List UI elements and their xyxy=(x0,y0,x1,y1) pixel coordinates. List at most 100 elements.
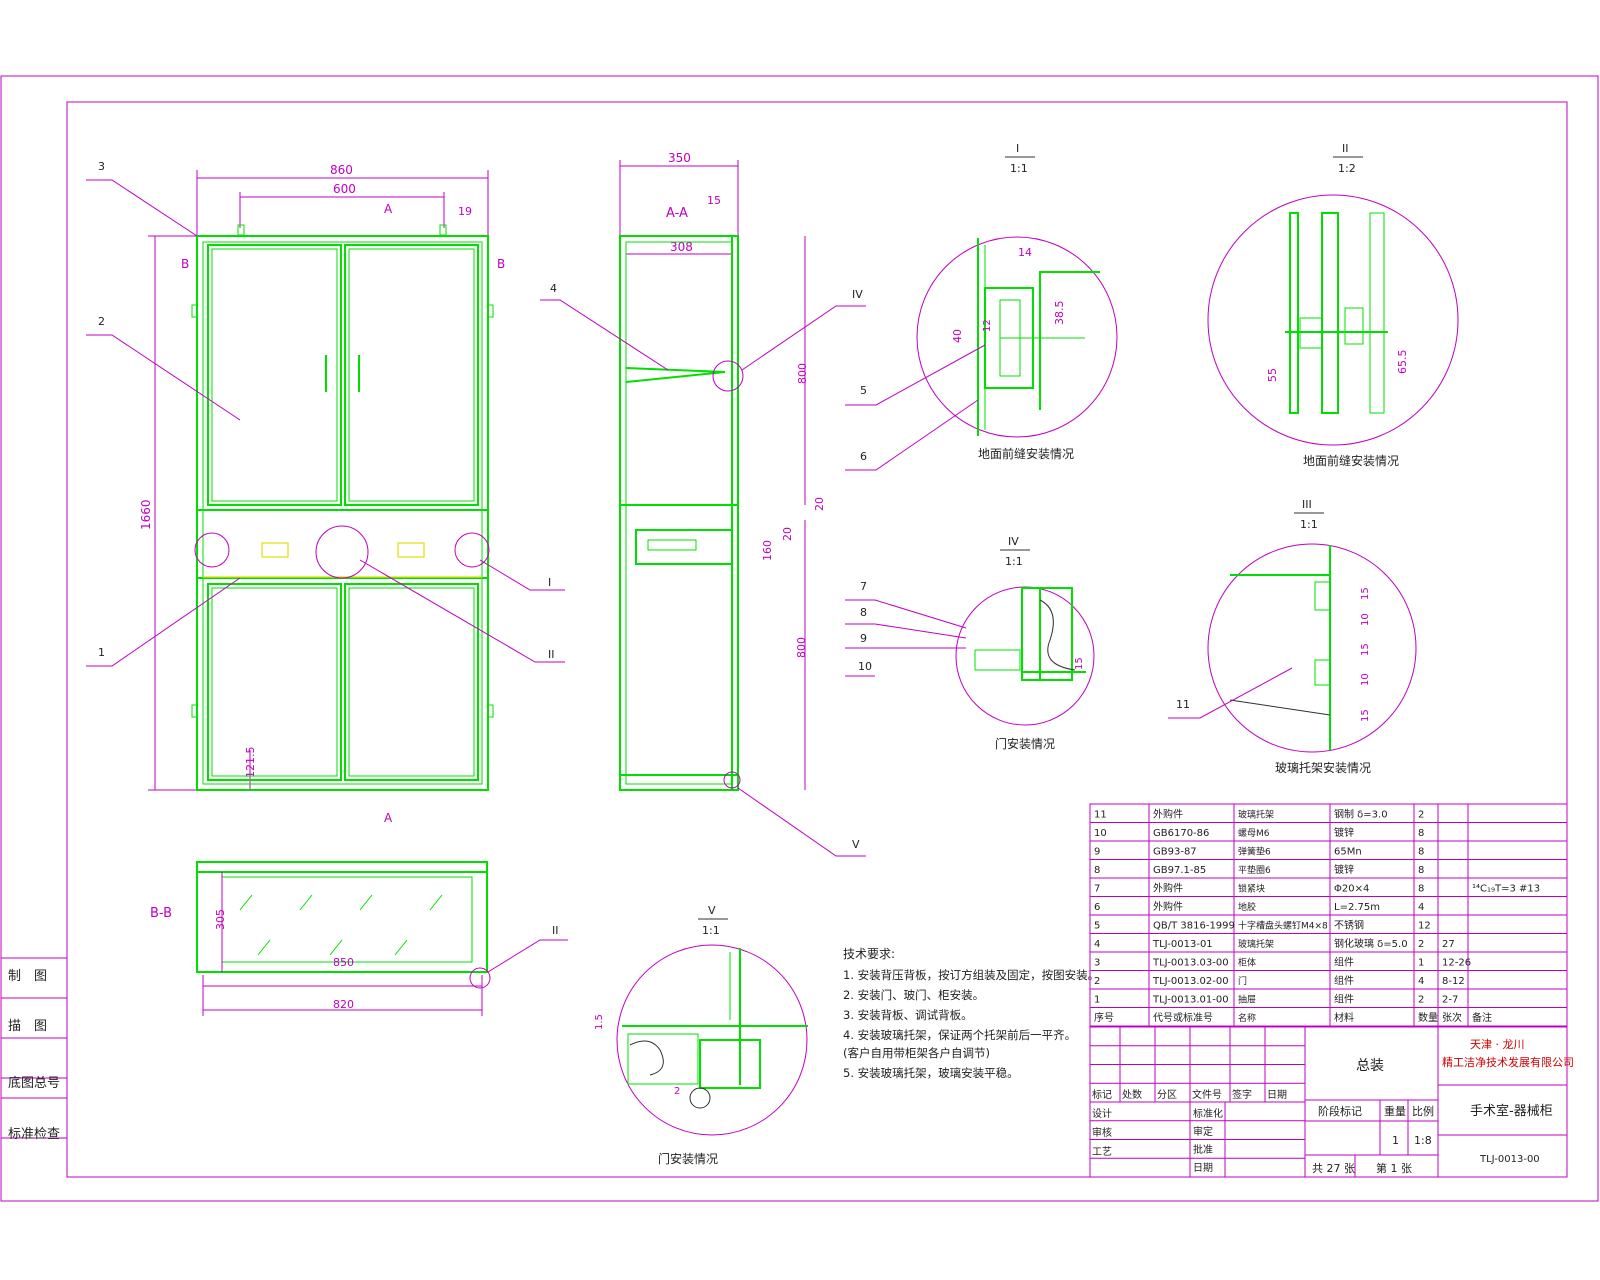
dim-bb-height: 305 xyxy=(214,909,227,930)
scale-value: 1:8 xyxy=(1414,1134,1432,1147)
bom-cell: 2-7 xyxy=(1442,995,1458,1006)
dim-width-inner: 600 xyxy=(333,182,356,196)
detail-5-title: V xyxy=(708,904,716,917)
note-4: 4. 安装玻璃托架，保证两个托架前后一平齐。 xyxy=(843,1028,1076,1042)
bom-cell: 6 xyxy=(1094,902,1100,913)
detail-4-leader-7: 7 xyxy=(860,580,867,593)
dim-mid-gap: 20 xyxy=(813,497,826,511)
callout-aa-4: 4 xyxy=(550,282,557,295)
callout-bb-II: II xyxy=(552,924,559,937)
bom-cell: 8 xyxy=(1418,828,1424,839)
detail-3-caption: 玻璃托架安装情况 xyxy=(1275,760,1371,775)
bom-cell: 4 xyxy=(1418,976,1424,987)
note-4b: (客户自用带柜架各户自调节) xyxy=(843,1046,990,1060)
callout-front-II: II xyxy=(548,648,555,661)
side-label-trace: 描 图 xyxy=(8,1019,47,1034)
section-mark-a-bottom: A xyxy=(384,811,393,825)
bom-cell: 12 xyxy=(1418,921,1431,932)
section-bb-view: B-B 850 820 305 II xyxy=(150,861,568,1016)
product-name: 手术室-器械柜 xyxy=(1470,1103,1553,1119)
detail-1-dim-40: 40 xyxy=(951,329,964,343)
detail-4: IV 1:1 15 7 8 9 10 门安装情况 xyxy=(845,535,1095,751)
bom-cell: 1 xyxy=(1418,958,1424,969)
callout-front-1: 1 xyxy=(98,646,105,659)
bom-cell: 4 xyxy=(1094,939,1100,950)
bom-cell: 5 xyxy=(1094,921,1100,932)
bom-cell: 8-12 xyxy=(1442,976,1465,987)
bom-cell: ¹⁴C₁₉T=3 #13 xyxy=(1472,884,1540,895)
detail-5-dim-15: 1.5 xyxy=(594,1014,605,1030)
bom-cell: 抽屉 xyxy=(1238,994,1256,1006)
company-line-2: 精工洁净技术发展有限公司 xyxy=(1442,1055,1574,1069)
detail-3-dim-a: 15 xyxy=(1360,587,1371,600)
bom-cell: 组件 xyxy=(1334,993,1354,1006)
callout-front-2: 2 xyxy=(98,315,105,328)
bom-cell: 门 xyxy=(1238,975,1247,987)
detail-1-leader-6: 6 xyxy=(860,450,867,463)
outer-border xyxy=(0,75,1599,1202)
revision-header-cell: 签字 xyxy=(1232,1088,1252,1101)
bom-cell: 平垫圈6 xyxy=(1238,864,1271,876)
bom-cell: 外购件 xyxy=(1153,882,1183,895)
dim-base-offset: 121.5 xyxy=(244,747,257,779)
note-1: 1. 安装背压背板，按订方组装及固定，按图安装。 xyxy=(843,968,1099,982)
bom-cell: GB93-87 xyxy=(1153,847,1197,858)
callout-aa-IV: IV xyxy=(852,288,863,301)
detail-4-leader-8: 8 xyxy=(860,606,867,619)
section-aa-view: 350 A-A 15 308 800 800 20 20 160 4 IV V xyxy=(540,151,866,857)
weight-label: 重量 xyxy=(1384,1104,1406,1118)
dim-width-total: 860 xyxy=(330,163,353,177)
bom-cell: L=2.75m xyxy=(1334,902,1380,913)
dim-upper: 800 xyxy=(796,363,809,384)
dim-offset: 19 xyxy=(458,205,472,218)
detail-4-scale: 1:1 xyxy=(1005,555,1023,568)
bom-cell: 钢化玻璃 δ=5.0 xyxy=(1334,937,1408,950)
bom-cell: 7 xyxy=(1094,884,1100,895)
detail-5-caption: 门安装情况 xyxy=(658,1151,718,1166)
revision-header-cell: 分区 xyxy=(1157,1089,1177,1101)
callout-front-3: 3 xyxy=(98,160,105,173)
detail-4-dim-15: 15 xyxy=(1074,657,1085,670)
bom-cell: 锁紧块 xyxy=(1238,883,1265,895)
bom-cell: GB6170-86 xyxy=(1153,828,1209,839)
sheet-number: 第 1 张 xyxy=(1376,1161,1412,1175)
detail-1-caption: 地面前缝安装情况 xyxy=(978,446,1074,461)
bom-cell: TLJ-0013.01-00 xyxy=(1152,995,1229,1006)
role-label: 工艺 xyxy=(1092,1146,1112,1158)
title-block: 总装 天津 · 龙川 精工洁净技术发展有限公司 手术室-器械柜 TLJ-0013… xyxy=(1089,1026,1574,1178)
bom-cell: 螺母M6 xyxy=(1238,828,1270,839)
bom-cell: 镀锌 xyxy=(1334,826,1354,839)
bom-cell: 柜体 xyxy=(1238,957,1256,969)
detail-5-scale: 1:1 xyxy=(702,924,720,937)
detail-3: III 1:1 15 10 15 10 15 11 玻璃托架安装情况 xyxy=(1168,498,1417,775)
bom-header-cell: 序号 xyxy=(1094,1011,1114,1024)
note-5: 5. 安装玻璃托架，玻璃安装平稳。 xyxy=(843,1066,1019,1080)
detail-1-dim-12: 12 xyxy=(982,319,993,332)
revision-header-cell: 处数 xyxy=(1122,1088,1142,1101)
bom-header-cell: 备注 xyxy=(1472,1011,1492,1024)
drawing-number: TLJ-0013-00 xyxy=(1479,1154,1540,1165)
detail-3-dim-d: 10 xyxy=(1360,673,1371,686)
bom-cell: TLJ-0013-01 xyxy=(1152,939,1213,950)
bom-cell: 8 xyxy=(1418,865,1424,876)
detail-3-title: III xyxy=(1302,498,1312,511)
detail-1-title: I xyxy=(1016,142,1019,155)
bom-header-cell: 代号或标准号 xyxy=(1153,1012,1213,1024)
bom-cell: 11 xyxy=(1094,810,1107,821)
detail-4-title: IV xyxy=(1008,535,1019,548)
stage-label: 阶段标记 xyxy=(1318,1104,1362,1118)
bom-cell: 2 xyxy=(1094,976,1100,987)
dim-drawer: 160 xyxy=(761,540,774,561)
bom-cell: 8 xyxy=(1418,847,1424,858)
bom-cell: 27 xyxy=(1442,939,1455,950)
note-3: 3. 安装背板、调试背板。 xyxy=(843,1008,973,1022)
detail-1: I 1:1 14 40 12 38.5 5 6 地面前缝安装情况 xyxy=(845,142,1118,471)
detail-2-dim-55: 55 xyxy=(1266,368,1279,382)
note-2: 2. 安装门、玻门、柜安装。 xyxy=(843,988,984,1002)
notes-title: 技术要求: xyxy=(843,947,895,961)
side-label-draw: 制 图 xyxy=(8,969,47,984)
bom-cell: TLJ-0013.02-00 xyxy=(1152,976,1229,987)
front-view: 860 600 19 1660 121.5 A A B B xyxy=(86,160,565,825)
